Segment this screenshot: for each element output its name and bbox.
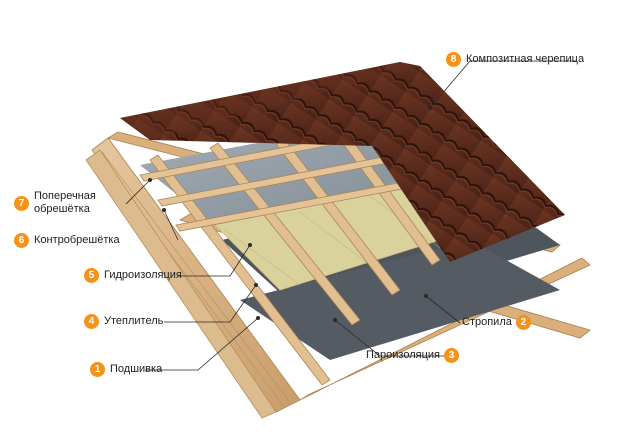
label-text: Контробрешётка bbox=[34, 234, 120, 246]
label-waterproofing: 5 Гидроизоляция bbox=[84, 268, 182, 283]
label-text: Композитная черепица bbox=[466, 53, 585, 65]
badge-3: 3 bbox=[443, 348, 459, 363]
badge-8: 8 bbox=[446, 52, 461, 67]
label-text-line2: обрешётка bbox=[34, 203, 90, 215]
badge-4: 4 bbox=[84, 314, 99, 329]
label-insulation: 4 Утеплитель bbox=[84, 314, 163, 329]
badge-1: 1 bbox=[90, 362, 105, 377]
label-text-line1: Поперечная bbox=[34, 190, 96, 202]
composite-tile-layer bbox=[120, 62, 565, 262]
label-vapor-barrier: Пароизоляция 3 bbox=[366, 348, 459, 363]
label-text: Гидроизоляция bbox=[104, 269, 182, 281]
sheathing-layer bbox=[85, 137, 301, 419]
badge-6: 6 bbox=[14, 233, 29, 248]
badge-2: 2 bbox=[515, 315, 531, 330]
label-text: Стропила bbox=[462, 316, 512, 328]
badge-7: 7 bbox=[14, 195, 29, 211]
badge-5: 5 bbox=[84, 268, 99, 283]
label-counter-battens: 6 Контробрешётка bbox=[14, 233, 120, 248]
label-sheathing: 1 Подшивка bbox=[90, 362, 162, 377]
label-text: Утеплитель bbox=[104, 315, 164, 327]
label-text: Подшивка bbox=[110, 363, 163, 375]
label-composite-tile: 8 Композитная черепица bbox=[446, 52, 584, 67]
label-text: Пароизоляция bbox=[366, 349, 440, 361]
leader-dots bbox=[148, 106, 432, 322]
leader-lines bbox=[125, 60, 576, 371]
label-cross-battens: 7 Поперечная обрешётка bbox=[14, 190, 96, 216]
label-rafters: Стропила 2 bbox=[462, 315, 531, 330]
